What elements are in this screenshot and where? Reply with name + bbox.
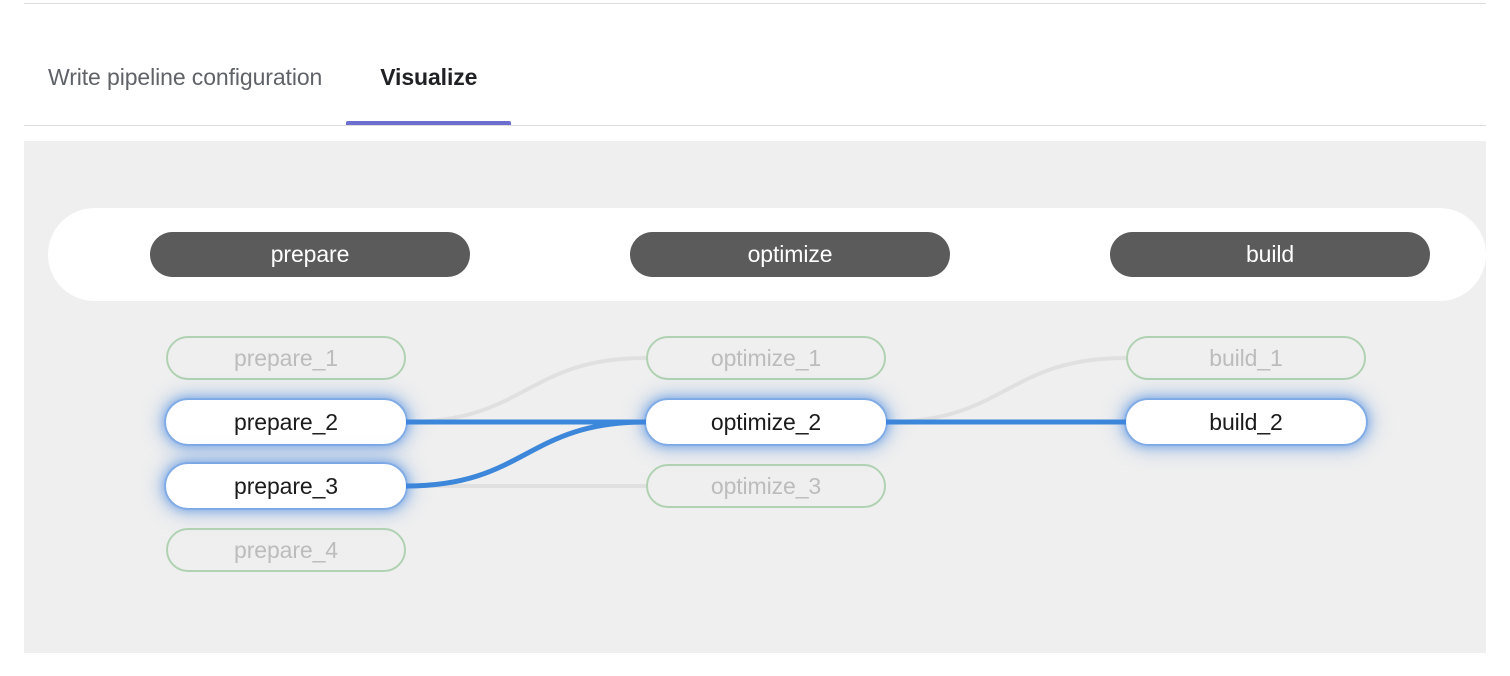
job-node-prepare_1[interactable]: prepare_1 (166, 336, 406, 380)
job-node-optimize_1[interactable]: optimize_1 (646, 336, 886, 380)
stage-pill-label: prepare (270, 241, 350, 267)
stage-pill-prepare[interactable]: prepare (150, 232, 470, 277)
job-node-build_1[interactable]: build_1 (1126, 336, 1366, 380)
tab-visualize[interactable]: Visualize (346, 30, 512, 125)
edge-prepare_2-optimize_1 (404, 356, 648, 424)
tab-write-pipeline-configuration[interactable]: Write pipeline configuration (24, 30, 346, 125)
job-node-prepare_4[interactable]: prepare_4 (166, 528, 406, 572)
job-node-label: optimize_2 (710, 408, 822, 435)
job-node-label: optimize_1 (710, 344, 822, 371)
edge-prepare_3-optimize_2 (403, 419, 649, 489)
job-node-label: optimize_3 (710, 472, 822, 499)
job-node-label: prepare_3 (234, 472, 338, 499)
pipeline-graph-panel: prepare optimize build prepare_1 prepare… (24, 141, 1486, 653)
job-node-build_2[interactable]: build_2 (1126, 400, 1366, 444)
job-node-label: prepare_2 (234, 408, 338, 435)
tab-bar: Write pipeline configuration Visualize (24, 30, 1486, 126)
job-node-optimize_3[interactable]: optimize_3 (646, 464, 886, 508)
job-node-label: build_1 (1209, 344, 1283, 371)
stage-pill-build[interactable]: build (1110, 232, 1430, 277)
tab-label: Write pipeline configuration (48, 64, 323, 90)
stage-pill-optimize[interactable]: optimize (630, 232, 950, 277)
job-node-label: build_2 (1209, 408, 1283, 435)
top-divider (24, 3, 1486, 4)
edge-optimize_2-build_1 (884, 356, 1128, 424)
job-node-prepare_2[interactable]: prepare_2 (166, 400, 406, 444)
active-tab-indicator (346, 121, 512, 125)
stage-pill-label: build (1245, 241, 1295, 267)
job-node-optimize_2[interactable]: optimize_2 (646, 400, 886, 444)
stage-header-bar: prepare optimize build (48, 208, 1486, 301)
job-node-prepare_3[interactable]: prepare_3 (166, 464, 406, 508)
stage-pill-label: optimize (747, 241, 833, 267)
tab-label: Visualize (380, 64, 478, 90)
job-node-label: prepare_1 (234, 344, 338, 371)
job-node-label: prepare_4 (234, 536, 338, 563)
